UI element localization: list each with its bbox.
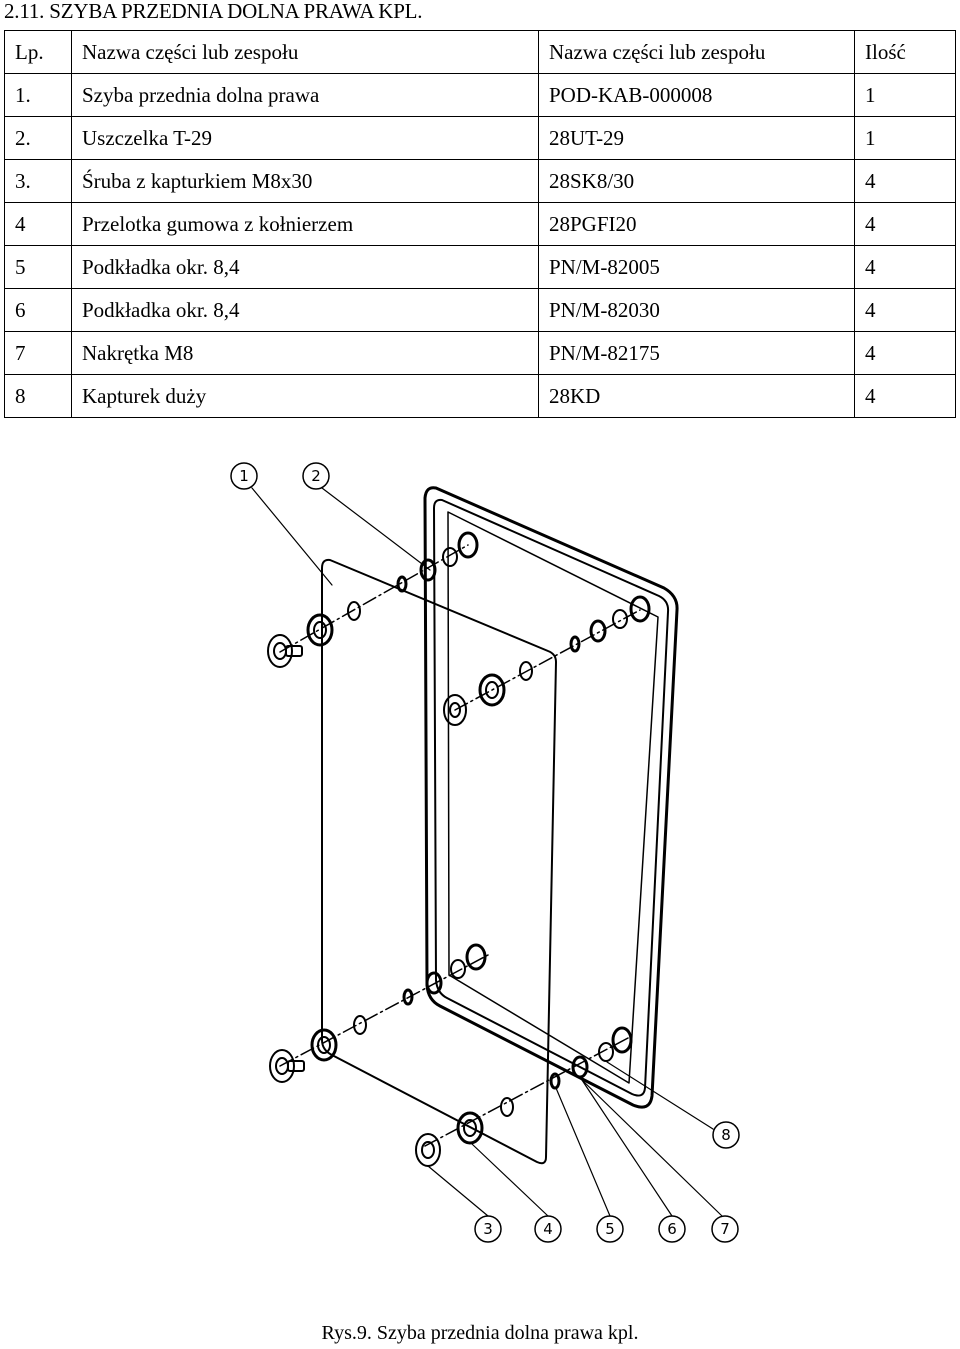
cell-code: 28KD <box>538 374 855 418</box>
callout-5: 5 <box>596 1215 624 1243</box>
cell-qty: 4 <box>854 159 956 203</box>
cell-code: 28SK8/30 <box>538 159 855 203</box>
svg-text:2: 2 <box>311 467 321 485</box>
cell-lp: 6 <box>4 288 72 332</box>
cell-name: Przelotka gumowa z kołnierzem <box>71 202 539 246</box>
svg-text:8: 8 <box>721 1126 731 1144</box>
callout-7: 7 <box>711 1215 739 1243</box>
leader-lines <box>251 487 723 1217</box>
cell-lp: 1. <box>4 73 72 117</box>
fastener-set-bottom-left <box>269 943 487 1083</box>
callout-8: 8 <box>712 1121 740 1149</box>
exploded-assembly-drawing: 1 2 3 4 5 6 7 8 <box>230 462 740 1243</box>
fastener-set-bottom-right <box>415 1026 633 1167</box>
window-seal-frame <box>423 486 679 1109</box>
callout-3: 3 <box>474 1215 502 1243</box>
cell-qty: 1 <box>854 73 956 117</box>
table-row: 5 Podkładka okr. 8,4 PN/M-82005 4 <box>4 245 956 289</box>
figure-caption: Rys.9. Szyba przednia dolna prawa kpl. <box>321 1322 639 1344</box>
cell-qty: 4 <box>854 288 956 332</box>
svg-text:7: 7 <box>720 1220 730 1238</box>
table-row: 7 Nakrętka M8 PN/M-82175 4 <box>4 331 956 375</box>
cell-name: Kapturek duży <box>71 374 539 418</box>
callout-6: 6 <box>658 1215 686 1243</box>
cell-lp: 3. <box>4 159 72 203</box>
svg-text:3: 3 <box>483 1220 493 1238</box>
svg-text:1: 1 <box>239 467 249 485</box>
cell-lp: 5 <box>4 245 72 289</box>
header-part-name: Nazwa części lub zespołu <box>71 30 539 74</box>
cell-name: Podkładka okr. 8,4 <box>71 288 539 332</box>
header-lp: Lp. <box>4 30 72 74</box>
cell-code: PN/M-82175 <box>538 331 855 375</box>
cell-name: Śruba z kapturkiem M8x30 <box>71 159 539 203</box>
table-row: 1. Szyba przednia dolna prawa POD-KAB-00… <box>4 73 956 117</box>
cell-lp: 8 <box>4 374 72 418</box>
cell-qty: 4 <box>854 202 956 246</box>
svg-text:5: 5 <box>605 1220 615 1238</box>
cell-code: 28PGFI20 <box>538 202 855 246</box>
header-part-name-2: Nazwa części lub zespołu <box>538 30 855 74</box>
table-header-row: Lp. Nazwa części lub zespołu Nazwa częśc… <box>4 30 956 74</box>
table-row: 8 Kapturek duży 28KD 4 <box>4 374 956 418</box>
cell-lp: 4 <box>4 202 72 246</box>
callout-4: 4 <box>534 1215 562 1243</box>
svg-text:4: 4 <box>543 1220 553 1238</box>
cell-qty: 4 <box>854 331 956 375</box>
cell-code: PN/M-82030 <box>538 288 855 332</box>
fastener-set-top-right <box>443 595 651 726</box>
cell-name: Uszczelka T-29 <box>71 116 539 160</box>
cell-code: POD-KAB-000008 <box>538 73 855 117</box>
table-row: 4 Przelotka gumowa z kołnierzem 28PGFI20… <box>4 202 956 246</box>
table-row: 3. Śruba z kapturkiem M8x30 28SK8/30 4 <box>4 159 956 203</box>
cell-name: Podkładka okr. 8,4 <box>71 245 539 289</box>
cell-code: PN/M-82005 <box>538 245 855 289</box>
header-quantity: Ilość <box>854 30 956 74</box>
cell-qty: 4 <box>854 245 956 289</box>
parts-table: Lp. Nazwa części lub zespołu Nazwa częśc… <box>4 30 956 418</box>
svg-text:6: 6 <box>667 1220 677 1238</box>
callout-2: 2 <box>302 462 330 490</box>
cell-name: Nakrętka M8 <box>71 331 539 375</box>
cell-name: Szyba przednia dolna prawa <box>71 73 539 117</box>
cell-lp: 2. <box>4 116 72 160</box>
callout-1: 1 <box>230 462 258 490</box>
table-row: 2. Uszczelka T-29 28UT-29 1 <box>4 116 956 160</box>
cell-lp: 7 <box>4 331 72 375</box>
cell-qty: 4 <box>854 374 956 418</box>
fastener-set-top-left <box>267 531 479 668</box>
glass-pane <box>321 558 557 1165</box>
section-title: 2.11. SZYBA PRZEDNIA DOLNA PRAWA KPL. <box>4 0 423 23</box>
table-row: 6 Podkładka okr. 8,4 PN/M-82030 4 <box>4 288 956 332</box>
cell-qty: 1 <box>854 116 956 160</box>
cell-code: 28UT-29 <box>538 116 855 160</box>
